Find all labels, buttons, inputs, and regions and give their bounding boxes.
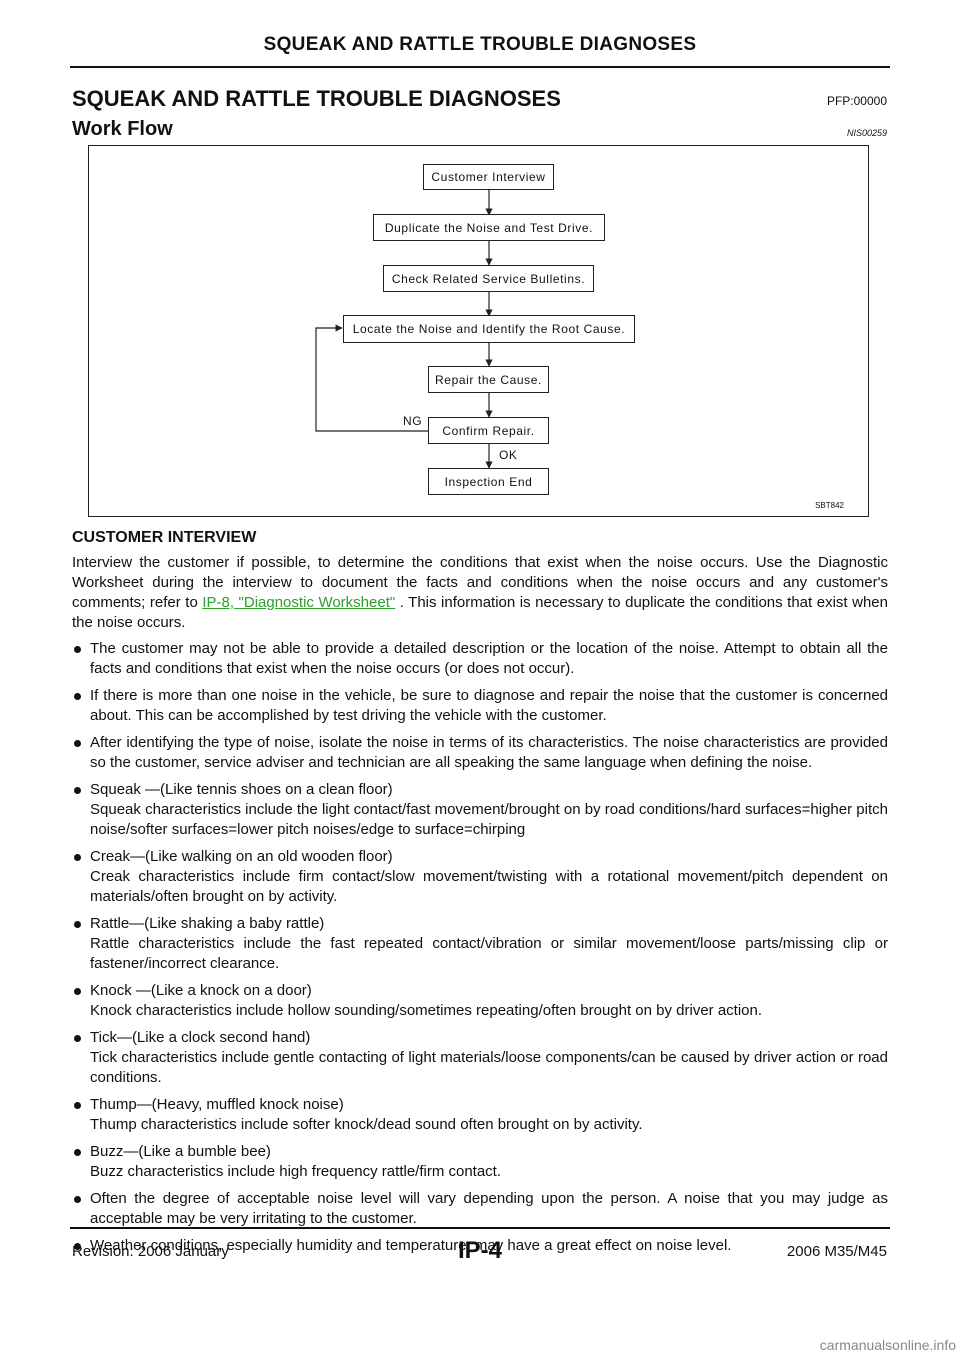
footer-model: 2006 M35/M45: [786, 1243, 887, 1260]
section-code: PFP:00000: [826, 94, 887, 108]
step-repair-cause: Repair the Cause.: [428, 366, 549, 393]
bullet-title: Knock —(Like a knock on a door): [90, 982, 312, 999]
intro-text-continued: . This information is necessary to dupli…: [72, 594, 888, 631]
step-duplicate-noise: Duplicate the Noise and Test Drive.: [373, 214, 605, 241]
subsection-title: Work Flow: [72, 118, 173, 140]
bullet-icon: [74, 693, 81, 700]
bullet-title: Creak—(Like walking on an old wooden flo…: [90, 848, 393, 865]
bullet-icon: [74, 646, 81, 653]
header-rule: [70, 66, 890, 68]
ng-label: NG: [403, 414, 423, 428]
step-confirm-repair: Confirm Repair.: [428, 417, 549, 444]
bullet-text: Creak characteristics include firm conta…: [90, 868, 888, 905]
bullet-icon: [74, 787, 81, 794]
work-flow-diagram: Customer Interview Duplicate the Noise a…: [88, 145, 869, 517]
ng-loop-arrow: [315, 324, 428, 432]
bullet-title: Buzz—(Like a bumble bee): [90, 1143, 271, 1160]
list-item: Rattle—(Like shaking a baby rattle) Rattl…: [72, 914, 888, 974]
customer-interview-section: CUSTOMER INTERVIEW Interview the custome…: [72, 528, 888, 1263]
bullet-text: After identifying the type of noise, iso…: [90, 734, 888, 771]
list-item: The customer may not be able to provide …: [72, 639, 888, 679]
footer-revision: Revision: 2006 January: [72, 1243, 229, 1260]
step-locate-noise: Locate the Noise and Identify the Root C…: [343, 315, 635, 343]
subsection-code: NIS00259: [846, 128, 887, 138]
bullet-icon: [74, 988, 81, 995]
bullet-icon: [74, 1149, 81, 1156]
bullet-text: Knock characteristics include hollow sou…: [90, 1002, 763, 1019]
bullet-icon: [74, 921, 81, 928]
bullet-text: If there is more than one noise in the v…: [90, 687, 888, 724]
bullet-icon: [74, 740, 81, 747]
bullet-icon: [74, 1196, 81, 1203]
footer-page-number: IP-4: [457, 1237, 502, 1264]
customer-interview-heading: CUSTOMER INTERVIEW: [72, 529, 257, 546]
bullet-icon: [74, 1243, 81, 1250]
list-item: After identifying the type of noise, iso…: [72, 733, 888, 773]
bullet-text: Buzz characteristics include high freque…: [90, 1163, 502, 1180]
bullet-text: The customer may not be able to provide …: [90, 640, 888, 677]
bullet-text: Tick characteristics include gentle cont…: [90, 1049, 888, 1086]
diagnostic-worksheet-link[interactable]: IP-8, "Diagnostic Worksheet": [202, 594, 396, 611]
list-item: Creak—(Like walking on an old wooden flo…: [72, 847, 888, 907]
step-check-bulletins: Check Related Service Bulletins.: [383, 265, 594, 292]
bullet-icon: [74, 854, 81, 861]
list-item: If there is more than one noise in the v…: [72, 686, 888, 726]
bullet-title: Rattle—(Like shaking a baby rattle): [90, 915, 325, 932]
list-item: Knock —(Like a knock on a door) Knock cha…: [72, 981, 888, 1021]
flowchart-connectors: [315, 189, 493, 469]
list-item: Tick—(Like a clock second hand) Tick char…: [72, 1028, 888, 1088]
step-inspection-end: Inspection End: [428, 468, 549, 495]
bullet-text: Rattle characteristics include the fast …: [90, 935, 888, 972]
bullet-icon: [74, 1035, 81, 1042]
figure-id: SBT842: [815, 501, 844, 510]
ok-label: OK: [499, 448, 518, 462]
list-item: Buzz—(Like a bumble bee) Buzz characteris…: [72, 1142, 888, 1182]
noise-bullet-list: The customer may not be able to provide …: [72, 639, 888, 1256]
bullet-title: Squeak —(Like tennis shoes on a clean fl…: [90, 781, 393, 798]
bullet-text: Often the degree of acceptable noise lev…: [90, 1190, 888, 1227]
list-item: Weather conditions, especially humidity …: [72, 1236, 888, 1256]
bullet-text: Weather conditions, especially humidity …: [90, 1237, 732, 1254]
watermark-text: carmanualsonline.info: [819, 1337, 956, 1353]
customer-interview-intro: Interview the customer if possible, to d…: [72, 553, 888, 633]
bullet-text: Thump characteristics include softer kno…: [90, 1116, 643, 1133]
bullet-icon: [74, 1102, 81, 1109]
list-item: Squeak —(Like tennis shoes on a clean fl…: [72, 780, 888, 840]
running-header: SQUEAK AND RATTLE TROUBLE DIAGNOSES: [263, 34, 697, 55]
list-item: Often the degree of acceptable noise lev…: [72, 1189, 888, 1229]
step-customer-interview: Customer Interview: [423, 164, 554, 190]
section-title: SQUEAK AND RATTLE TROUBLE DIAGNOSES: [72, 86, 561, 111]
list-item: Thump—(Heavy, muffled knock noise) Thump …: [72, 1095, 888, 1135]
bullet-title: Thump—(Heavy, muffled knock noise): [90, 1096, 344, 1113]
bullet-title: Tick—(Like a clock second hand): [90, 1029, 311, 1046]
footer-rule: [70, 1227, 890, 1229]
bullet-text: Squeak characteristics include the light…: [90, 801, 888, 838]
intro-text: Interview the customer if possible, to d…: [72, 554, 888, 611]
